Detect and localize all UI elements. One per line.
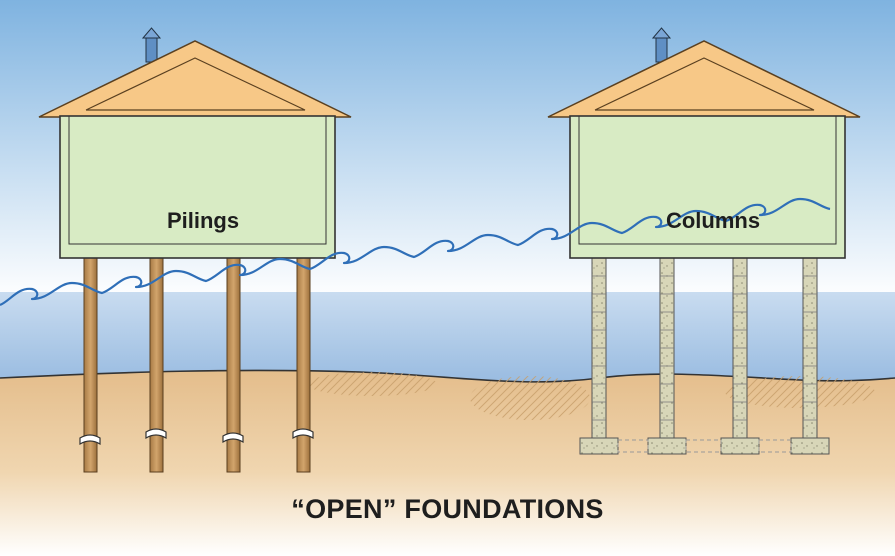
column-joints [733,275,747,421]
chimney [655,37,668,63]
sand-patch [307,372,437,396]
house-pilings [38,27,352,473]
piling [296,257,311,473]
chimney [145,37,158,63]
piling [149,257,164,473]
footing [647,437,687,455]
chimney-cap [141,27,162,39]
roof-trim [85,57,306,111]
pilings-label: Pilings [166,208,240,233]
house-columns [547,27,861,455]
pilings [79,257,314,473]
column-joints [660,275,674,421]
chimney-cap [651,27,672,39]
column-footings [579,437,830,455]
house-wall [59,115,336,259]
sand-patch [470,376,590,420]
roof-trim [594,57,815,111]
page-title: “OPEN” FOUNDATIONS [291,494,604,524]
footing-tie [685,439,722,453]
footing [579,437,619,455]
sand-patch [725,376,875,408]
footing-tie [758,439,792,453]
piling-break-mark [145,428,167,440]
column-joints [592,275,606,421]
footing [720,437,760,455]
footing-tie [617,439,649,453]
piling-break-mark [222,432,244,444]
footing [790,437,830,455]
water-surface-waves [0,197,831,307]
column-joints [803,275,817,421]
house-wall-inner [578,115,837,245]
house-wall-inner [68,115,327,245]
house-wall [569,115,846,259]
columns-label: Columns [665,208,761,233]
piling-break-mark [292,428,314,440]
columns [591,257,818,439]
piling-break-mark [79,434,101,446]
